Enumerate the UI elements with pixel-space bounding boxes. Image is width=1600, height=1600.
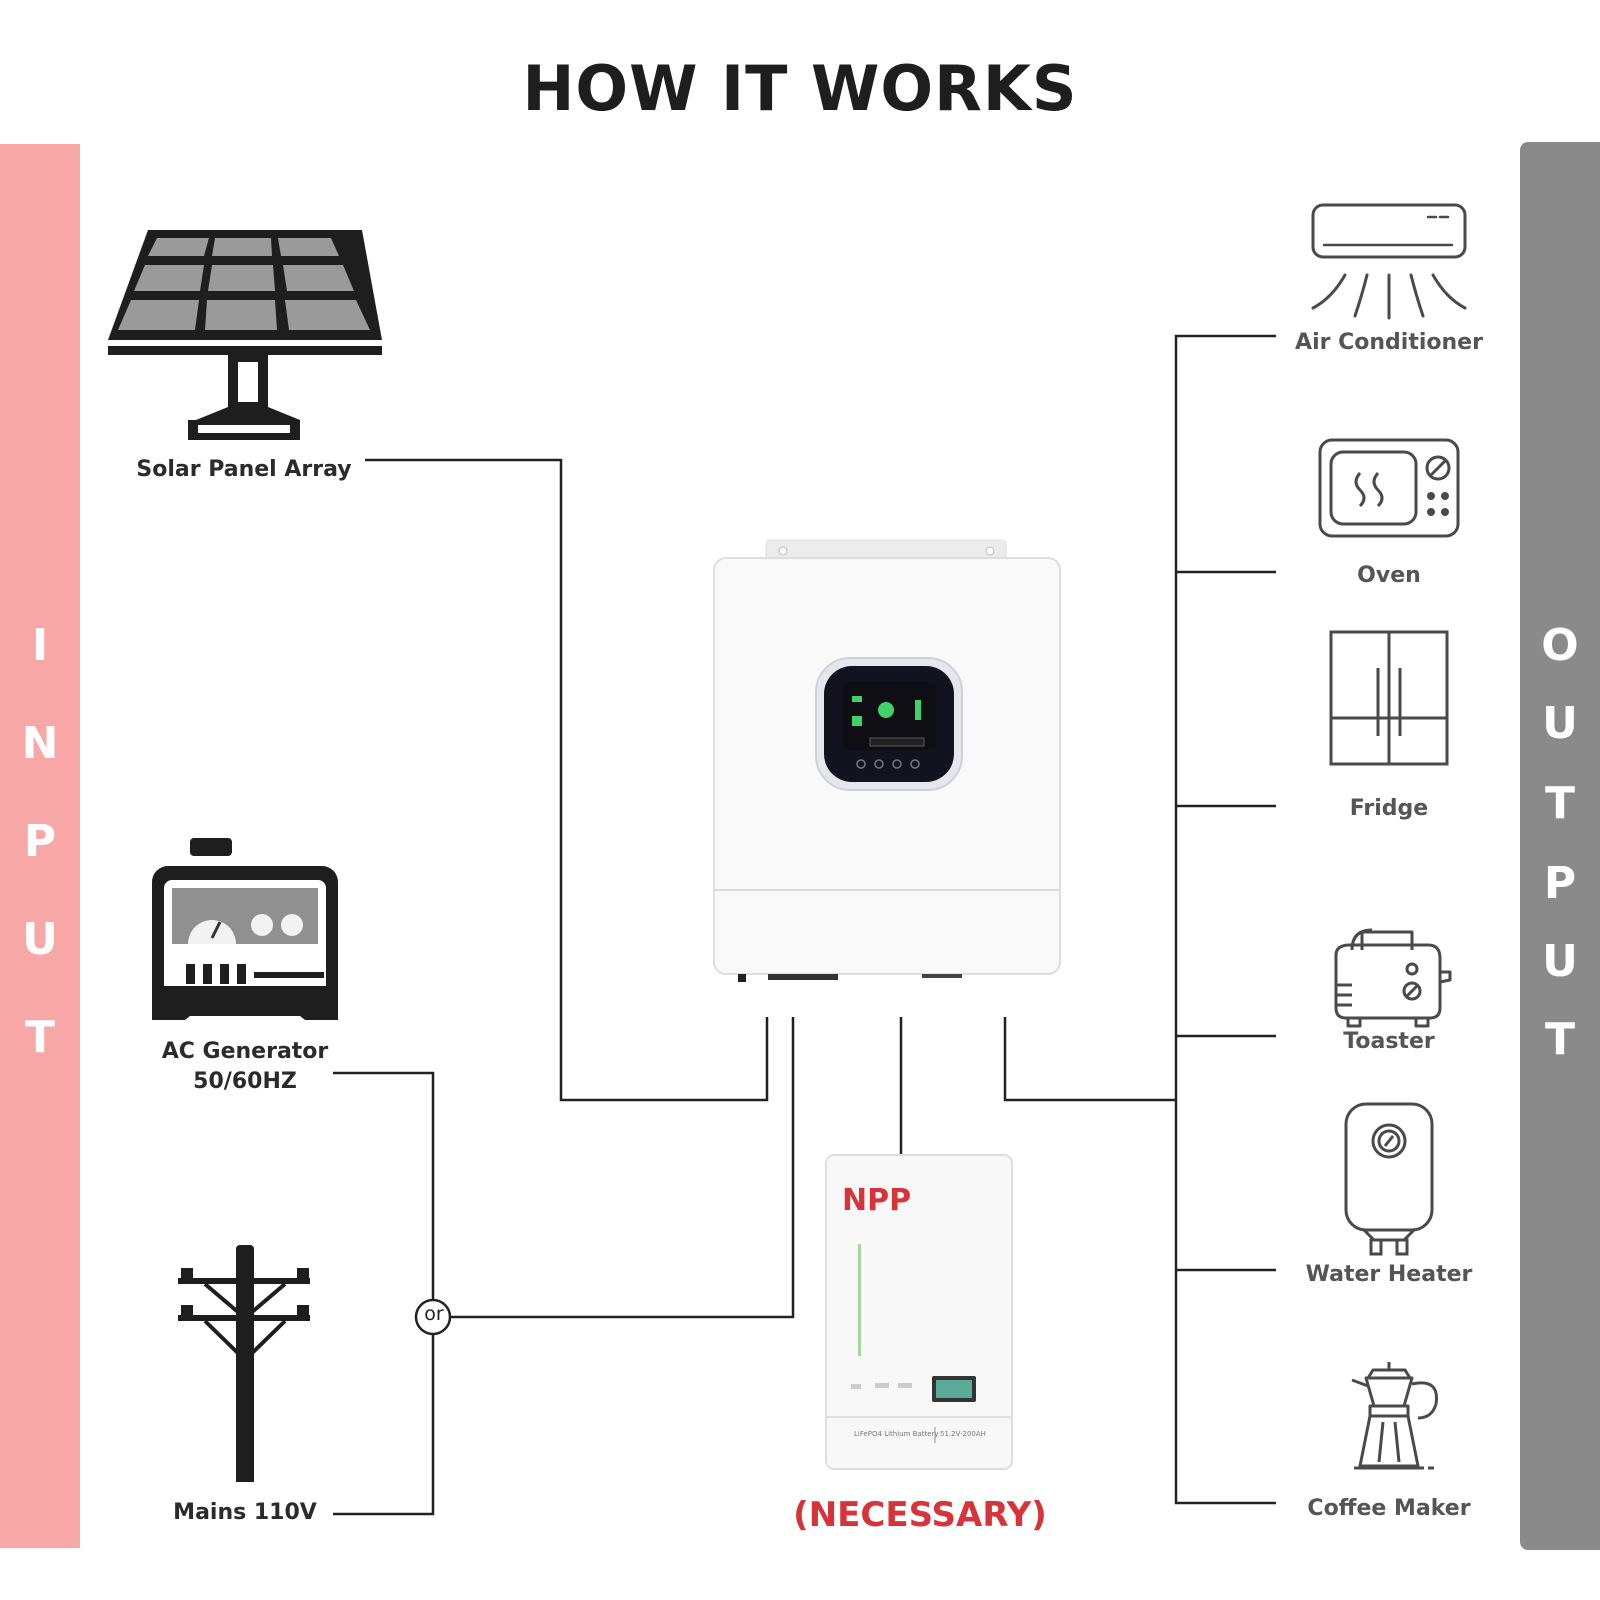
output-label-oven: Oven: [1357, 563, 1421, 588]
output-bus: [1174, 334, 1276, 1505]
input-letter: P: [23, 816, 57, 867]
generator-connector: [333, 1071, 435, 1300]
battery-necessary-note: (NECESSARY): [793, 1495, 1047, 1535]
output-side-bar: [1520, 142, 1600, 1550]
output-letter: U: [1542, 936, 1578, 987]
utility-pole-icon: [178, 1245, 310, 1482]
battery-capacity-label: 51.2V-200AH: [940, 1430, 986, 1438]
battery-brand: NPP: [842, 1183, 912, 1218]
output-connector: [1003, 1017, 1176, 1102]
air-conditioner-icon: [1311, 203, 1467, 320]
input-side-bar: [0, 144, 80, 1548]
mains-label: Mains 110V: [173, 1500, 317, 1525]
solar-label: Solar Panel Array: [136, 457, 352, 482]
input-letter: T: [24, 1012, 55, 1063]
or-junction: [414, 1298, 452, 1336]
input-letter: N: [21, 718, 59, 769]
input-letter: U: [22, 914, 58, 965]
input-letter: I: [31, 620, 49, 671]
output-letter: P: [1543, 858, 1577, 909]
solar-connector: [365, 458, 769, 1102]
mains-connector: [333, 1334, 435, 1516]
page-title: HOW IT WORKS: [522, 52, 1078, 125]
generator-label: AC Generator: [161, 1039, 329, 1064]
toaster-icon: [1334, 928, 1452, 1028]
output-label-fridge: Fridge: [1349, 796, 1429, 821]
or-label: or: [424, 1303, 444, 1325]
grid-connector: [450, 1017, 795, 1319]
inverter-icon: [713, 539, 1061, 982]
coffee-maker-icon: [1351, 1362, 1438, 1470]
generator-icon: [152, 838, 338, 1020]
output-label-air-conditioner: Air Conditioner: [1295, 330, 1483, 355]
output-label-water-heater: Water Heater: [1305, 1262, 1473, 1287]
microwave-oven-icon: [1318, 438, 1460, 538]
battery-icon: [825, 1154, 1013, 1470]
output-letter: U: [1542, 698, 1578, 749]
output-letter: T: [1544, 778, 1575, 829]
output-letter: O: [1541, 620, 1579, 671]
solar-panel-icon: [108, 230, 382, 440]
output-label-coffee-maker: Coffee Maker: [1307, 1496, 1471, 1521]
fridge-icon: [1329, 630, 1449, 766]
output-label-toaster: Toaster: [1343, 1029, 1435, 1054]
generator-frequency-label: 50/60HZ: [193, 1069, 297, 1094]
water-heater-icon: [1344, 1102, 1434, 1256]
output-letter: T: [1544, 1014, 1575, 1065]
battery-chemistry-label: LiFePO4 Lithium Battery: [854, 1430, 939, 1438]
connector-lines: [333, 334, 1276, 1516]
